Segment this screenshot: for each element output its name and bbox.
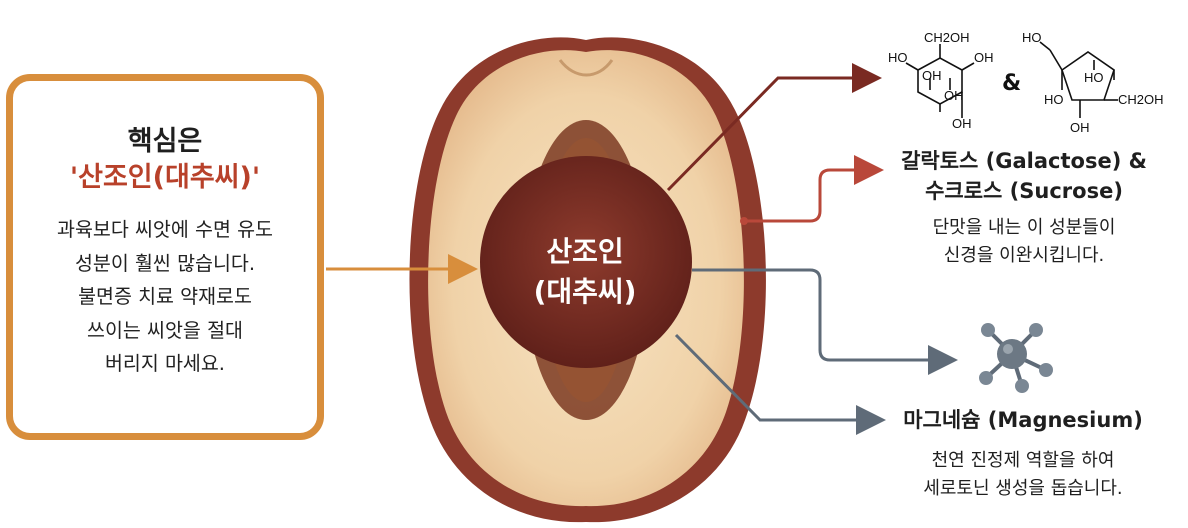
callout-body-line: 불면증 치료 약재로도: [78, 285, 252, 308]
magnesium-molecule-icon: [979, 323, 1053, 393]
galactose-label-oh-right: OH: [974, 50, 994, 65]
arrow-seed-to-chemicals: [666, 63, 882, 192]
sugars-title-line2: 수크로스 (Sucrose): [925, 179, 1123, 203]
magnesium-desc-line2: 세로토닌 생성을 돕습니다.: [923, 478, 1123, 499]
galactose-label-oh-inner-left: OH: [922, 68, 942, 83]
seed-highlight-circle: [480, 156, 692, 368]
galactose-structure: [905, 44, 975, 118]
fructose-label-ch2oh: CH2OH: [1118, 92, 1164, 107]
sugars-label: 갈락토스 (Galactose) & 수크로스 (Sucrose) 단맛을 내는…: [874, 146, 1174, 270]
magnesium-desc-line1: 천연 진정제 역할을 하여: [931, 450, 1115, 471]
arrow-seed-to-molecule: [692, 268, 958, 375]
galactose-label-oh-bottom: OH: [952, 116, 972, 131]
callout-body: 과육보다 씨앗에 수면 유도 성분이 훨씬 많습니다. 불면증 치료 약재로도 …: [13, 213, 317, 381]
callout-title-line1: 핵심은: [127, 126, 203, 157]
callout-body-line: 성분이 훨씬 많습니다.: [74, 251, 256, 275]
fructose-structure: [1039, 41, 1118, 118]
galactose-label-ch2oh: CH2OH: [924, 30, 970, 45]
magnesium-label: 마그네슘 (Magnesium) 천연 진정제 역할을 하여 세로토닌 생성을 …: [878, 405, 1168, 503]
fructose-label-ho-mid: HO: [1084, 70, 1104, 85]
magnesium-title: 마그네슘 (Magnesium): [903, 408, 1143, 432]
fruit-top-groove: [558, 59, 614, 77]
arrow-flesh-to-sugars: [744, 155, 884, 223]
sugars-desc-line1: 단맛을 내는 이 성분들이: [932, 217, 1116, 238]
galactose-label-ho-left: HO: [888, 50, 908, 65]
callout-title-line2: '산조인(대추씨)': [69, 162, 261, 193]
callout-body-line: 버리지 마세요.: [104, 352, 226, 375]
seed-label: 산조인 (대추씨): [480, 232, 690, 312]
ampersand: &: [1002, 71, 1021, 96]
arrow-seed-to-magnesium: [674, 333, 886, 435]
fructose-label-ho-top: HO: [1022, 30, 1042, 45]
fructose-label-oh-bottom: OH: [1070, 120, 1090, 135]
fructose-label-ho-left: HO: [1044, 92, 1064, 107]
seed-label-line1: 산조인: [546, 235, 624, 268]
sugars-title-line1: 갈락토스 (Galactose) &: [901, 149, 1147, 173]
callout-body-line: 쓰이는 씨앗을 절대: [87, 318, 243, 342]
sugars-desc-line2: 신경을 이완시킵니다.: [943, 245, 1105, 266]
galactose-label-oh-inner-right: OH: [944, 88, 964, 103]
callout-body-line: 과육보다 씨앗에 수면 유도: [57, 218, 273, 241]
seed-label-line2: (대추씨): [533, 275, 637, 308]
arrow-flesh-dot: [740, 217, 748, 225]
key-point-callout: 핵심은 '산조인(대추씨)' 과육보다 씨앗에 수면 유도 성분이 훨씬 많습니…: [6, 74, 324, 440]
